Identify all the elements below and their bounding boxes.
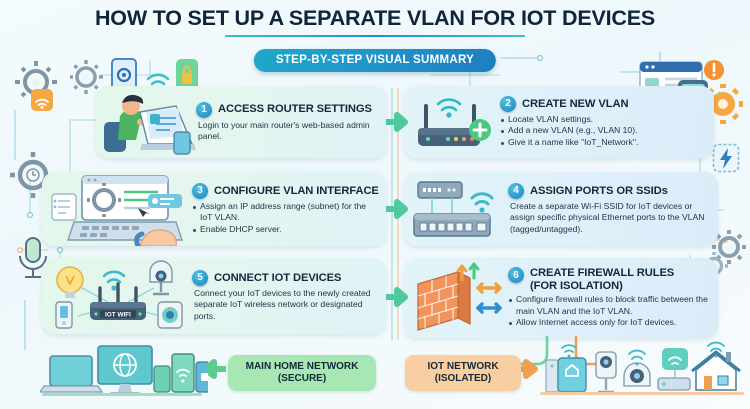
step-6-heading: 6 CREATE FIREWALL RULES (FOR ISOLATION) bbox=[508, 267, 712, 292]
alert-badge-icon bbox=[704, 60, 724, 80]
desktop-monitor-icon bbox=[97, 345, 153, 395]
step-card-3[interactable]: 3 CONFIGURE VLAN INTERFACE Assign an IP … bbox=[42, 172, 386, 246]
iot-wifi-router-icon: IOT WIFI bbox=[55, 260, 183, 329]
step-2-title: CREATE NEW VLAN bbox=[522, 97, 629, 110]
smart-dial-icon bbox=[157, 301, 183, 329]
step-4-body: 4 ASSIGN PORTS OR SSIDs Create a separat… bbox=[508, 182, 718, 235]
smart-speaker-icon bbox=[657, 348, 691, 391]
phone-lock-icon bbox=[195, 361, 208, 393]
step-4-heading: 4 ASSIGN PORTS OR SSIDs bbox=[508, 182, 712, 199]
brick-firewall-icon bbox=[417, 262, 502, 331]
step-4-title: ASSIGN PORTS OR SSIDs bbox=[530, 184, 668, 197]
wifi-icon bbox=[102, 270, 126, 284]
dome-camera-icon bbox=[623, 349, 651, 387]
iot-network-line2: (ISOLATED) bbox=[434, 373, 492, 384]
step-1-title: ACCESS ROUTER SETTINGS bbox=[218, 103, 372, 116]
step-3-bullets: Assign an IP address range (subnet) for … bbox=[192, 201, 380, 235]
wifi-badge-icon bbox=[31, 89, 53, 111]
list-item: Locate VLAN settings. bbox=[500, 114, 708, 125]
step-6-bullets: Configure firewall rules to block traffi… bbox=[508, 294, 712, 328]
step-1-body: 1 ACCESS ROUTER SETTINGS Login to your m… bbox=[196, 101, 386, 143]
gear-icon-right-lower bbox=[712, 230, 746, 264]
step-4-badge: 4 bbox=[508, 182, 524, 199]
arrow-to-home-devices bbox=[202, 359, 226, 379]
orange-double-arrow-icon bbox=[476, 282, 502, 294]
person-at-laptop-icon bbox=[104, 94, 196, 155]
laptop-icon bbox=[40, 355, 104, 393]
list-item: Give it a name like "IoT_Network". bbox=[500, 137, 708, 148]
iot-network-line1: IOT NETWORK bbox=[427, 361, 499, 372]
hand-typing-laptop-icon bbox=[51, 175, 183, 246]
step-1-badge: 1 bbox=[196, 101, 212, 118]
step-3-heading: 3 CONFIGURE VLAN INTERFACE bbox=[192, 182, 380, 199]
title-underline bbox=[225, 35, 525, 37]
step-6-body: 6 CREATE FIREWALL RULES (FOR ISOLATION) … bbox=[508, 267, 718, 328]
step-5-body: 5 CONNECT IOT DEVICES Connect your IoT d… bbox=[192, 269, 386, 322]
step-2-heading: 2 CREATE NEW VLAN bbox=[500, 95, 708, 112]
top-decor-icons bbox=[70, 58, 198, 94]
iot-devices-illustration bbox=[540, 341, 744, 395]
step-1-illustration bbox=[96, 86, 196, 158]
step-5-title: CONNECT IOT DEVICES bbox=[214, 271, 342, 284]
page-title: HOW TO SET UP A SEPARATE VLAN FOR IOT DE… bbox=[94, 6, 655, 30]
step-1-text: Login to your main router's web-based ad… bbox=[198, 119, 370, 141]
list-item: Assign an IP address range (subnet) for … bbox=[192, 201, 380, 224]
security-camera-icon bbox=[595, 351, 617, 394]
home-devices-illustration bbox=[40, 345, 208, 396]
step-6-badge: 6 bbox=[508, 267, 524, 284]
step-2-body: 2 CREATE NEW VLAN Locate VLAN settings. … bbox=[500, 95, 714, 148]
step-3-illustration bbox=[42, 172, 192, 246]
smart-device-icon bbox=[55, 301, 73, 329]
step-card-6[interactable]: 6 CREATE FIREWALL RULES (FOR ISOLATION) … bbox=[404, 258, 718, 338]
step-5-illustration: IOT WIFI bbox=[42, 258, 192, 334]
smart-home-icon bbox=[691, 341, 741, 391]
step-2-illustration bbox=[404, 86, 500, 158]
small-phone-icon bbox=[153, 365, 171, 393]
step-3-badge: 3 bbox=[192, 182, 208, 199]
blue-double-arrow-icon bbox=[476, 302, 502, 314]
subtitle-banner: STEP-BY-STEP VISUAL SUMMARY bbox=[253, 49, 497, 72]
step-card-5[interactable]: IOT WIFI 5 CONNECT bbox=[42, 258, 386, 334]
arrow-step3-to-step4 bbox=[386, 199, 408, 219]
main-network-label: MAIN HOME NETWORK (SECURE) bbox=[228, 355, 376, 391]
main-network-line1: MAIN HOME NETWORK bbox=[245, 361, 359, 372]
ip-camera-icon bbox=[149, 260, 173, 296]
step-6-illustration bbox=[404, 258, 508, 338]
lock-icon bbox=[176, 59, 198, 93]
gear-icon bbox=[70, 60, 103, 94]
phone-wifi-icon bbox=[171, 353, 195, 393]
arrow-step1-to-step2 bbox=[386, 112, 408, 132]
switch-ports-wifi-icon bbox=[413, 181, 494, 237]
step-5-heading: 5 CONNECT IOT DEVICES bbox=[192, 269, 380, 286]
smart-hub-icon bbox=[545, 344, 587, 393]
step-card-4[interactable]: 4 ASSIGN PORTS OR SSIDs Create a separat… bbox=[404, 172, 718, 246]
step-6-title: CREATE FIREWALL RULES (FOR ISOLATION) bbox=[530, 267, 675, 292]
main-network-line2: (SECURE) bbox=[277, 373, 327, 384]
router-add-icon bbox=[418, 98, 491, 146]
list-item: Configure firewall rules to block traffi… bbox=[508, 294, 712, 317]
step-3-body: 3 CONFIGURE VLAN INTERFACE Assign an IP … bbox=[192, 182, 386, 235]
step-5-text: Connect your IoT devices to the newly cr… bbox=[194, 287, 371, 321]
lightbulb-icon bbox=[56, 266, 84, 298]
smartphone-settings-icon bbox=[111, 58, 137, 94]
page-title-block: HOW TO SET UP A SEPARATE VLAN FOR IOT DE… bbox=[0, 6, 750, 37]
step-2-bullets: Locate VLAN settings. Add a new VLAN (e.… bbox=[500, 114, 708, 148]
step-3-title: CONFIGURE VLAN INTERFACE bbox=[214, 184, 379, 197]
step-1-heading: 1 ACCESS ROUTER SETTINGS bbox=[196, 101, 380, 118]
step-2-badge: 2 bbox=[500, 95, 516, 112]
router-label: IOT WIFI bbox=[105, 312, 131, 319]
step-4-illustration bbox=[404, 172, 508, 246]
list-item: Enable DHCP server. bbox=[192, 224, 380, 235]
step-card-2[interactable]: 2 CREATE NEW VLAN Locate VLAN settings. … bbox=[404, 86, 714, 158]
lightning-badge-icon bbox=[712, 143, 740, 173]
left-decor-icons bbox=[10, 61, 57, 278]
iot-network-label: IOT NETWORK (ISOLATED) bbox=[405, 355, 521, 391]
step-4-text: Create a separate Wi-Fi SSID for IoT dev… bbox=[510, 200, 705, 234]
step-card-1[interactable]: 1 ACCESS ROUTER SETTINGS Login to your m… bbox=[96, 86, 386, 158]
list-item: Allow Internet access only for IoT devic… bbox=[508, 317, 712, 328]
list-item: Add a new VLAN (e.g., VLAN 10). bbox=[500, 125, 708, 136]
step-5-badge: 5 bbox=[192, 269, 208, 286]
arrow-step5-to-step6 bbox=[386, 287, 408, 307]
